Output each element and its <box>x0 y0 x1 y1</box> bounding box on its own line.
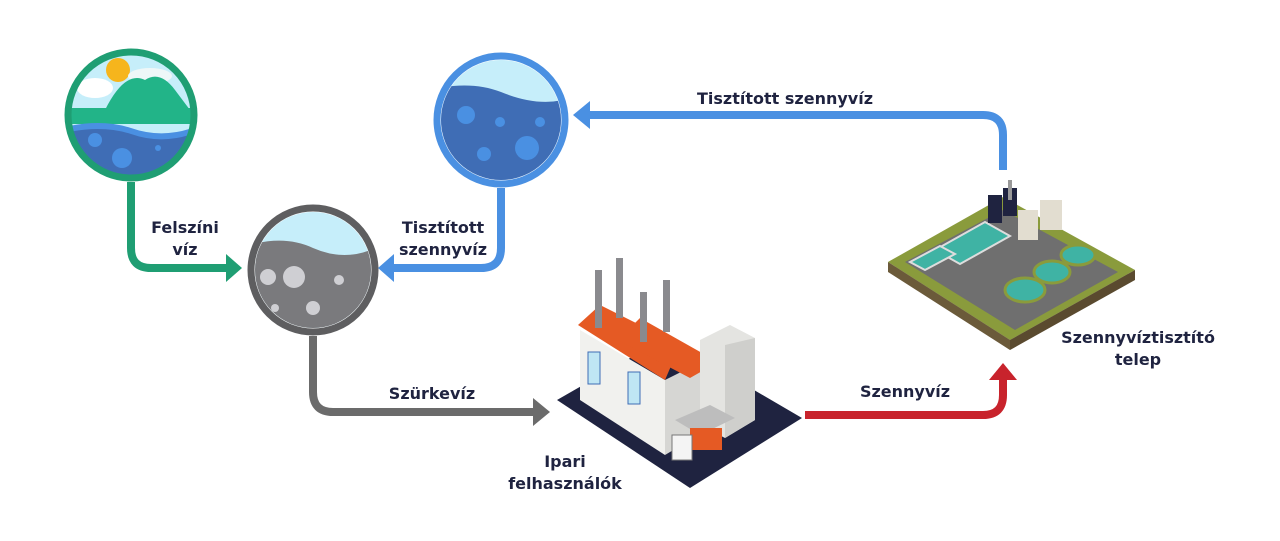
treated-water-connector-top <box>588 111 1007 170</box>
label-greywater: Szürkevíz <box>388 384 476 403</box>
label-wastewater: Szennyvíz <box>859 382 951 401</box>
label-industrial-users: Ipari felhasználók <box>508 452 622 493</box>
grey-water-circle-icon <box>247 204 379 336</box>
label-treated-wastewater-left: Tisztított szennyvíz <box>398 218 488 259</box>
greywater-connector <box>309 336 535 416</box>
treated-water-connector-left <box>392 188 505 272</box>
label-treatment-plant: Szennyvíztisztító telep <box>1061 328 1215 369</box>
arrow-head-red <box>989 363 1017 380</box>
factory-icon <box>557 258 802 488</box>
arrow-head-blue-left <box>378 254 394 282</box>
arrow-head-blue-top <box>573 101 590 129</box>
surface-water-circle-icon <box>64 48 198 182</box>
treated-water-circle-icon <box>433 52 569 188</box>
treatment-plant-icon <box>888 180 1135 350</box>
label-surface-water: Felszíni víz <box>151 218 219 259</box>
arrow-head-green <box>226 254 242 282</box>
arrow-head-gray <box>533 398 550 426</box>
wastewater-connector <box>805 378 1007 419</box>
label-treated-wastewater-top: Tisztított szennyvíz <box>697 89 873 108</box>
surface-water-connector <box>127 182 228 272</box>
